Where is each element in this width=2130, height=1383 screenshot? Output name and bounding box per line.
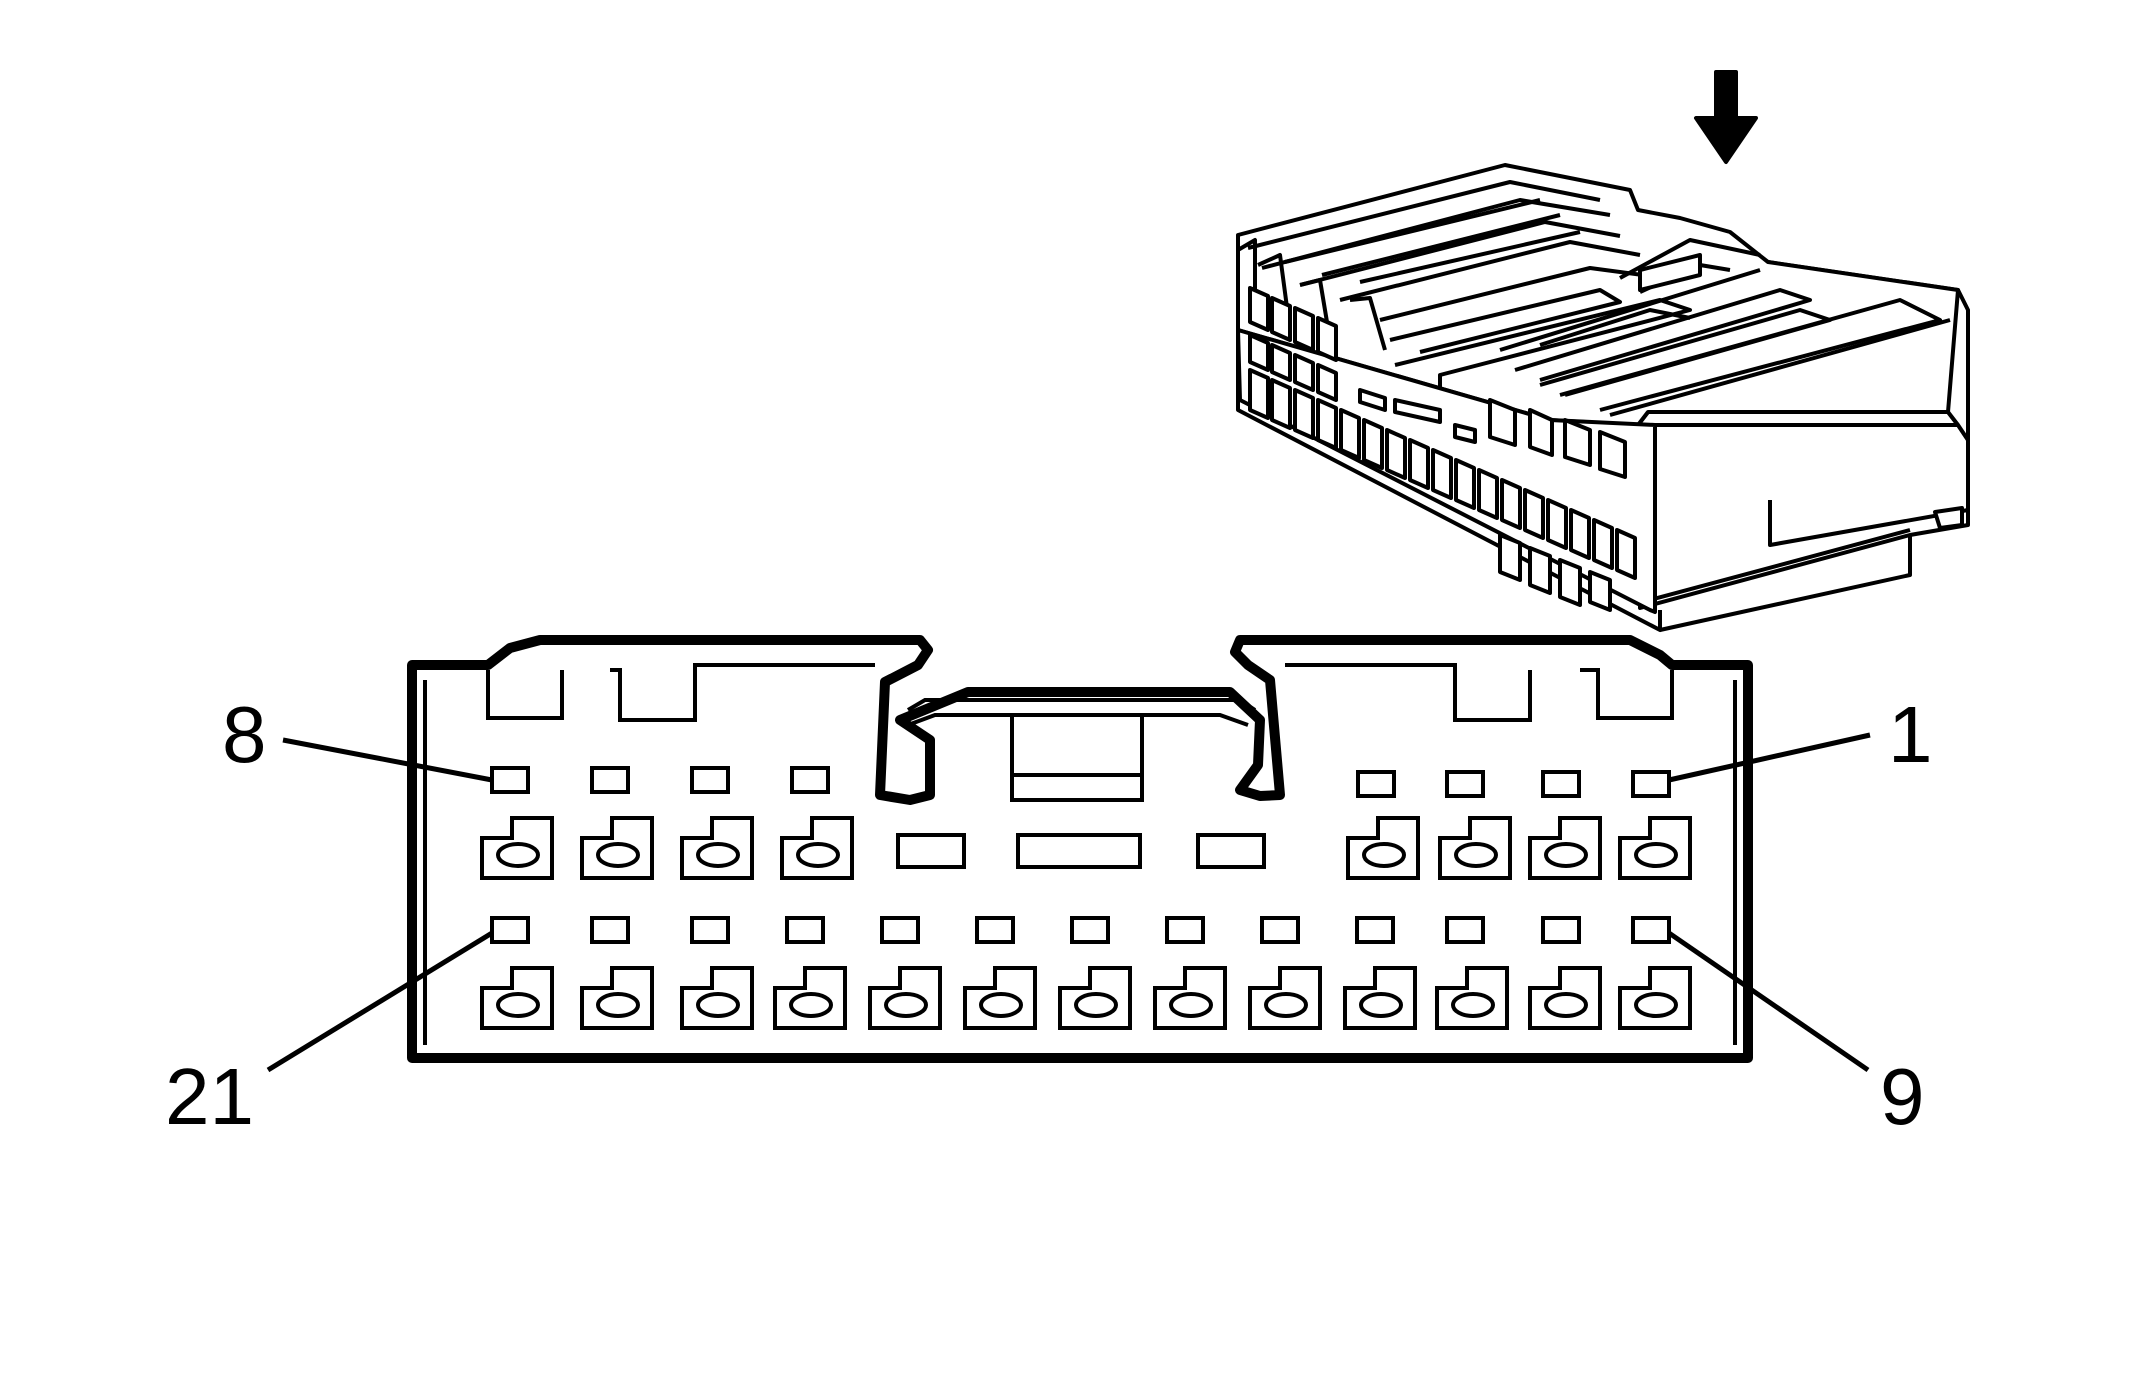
blank-cavity: [896, 833, 966, 869]
leader-line-pin-9: [1667, 930, 1870, 1073]
terminal-cavity: [1435, 966, 1509, 1030]
terminal-cavity: [780, 816, 854, 880]
pin-label-8: 8: [222, 690, 267, 779]
connector-isometric-view: [1236, 70, 1970, 632]
terminal-cavity: [1346, 816, 1420, 880]
upper-terminal-row: [480, 816, 1692, 880]
terminal-cavity: [773, 966, 847, 1030]
blank-cavity: [1016, 833, 1142, 869]
lower-terminal-row: [480, 966, 1692, 1030]
terminal-cavity: [963, 966, 1037, 1030]
terminal-cavity: [1058, 966, 1132, 1030]
front-upper-cavities: [1248, 286, 1627, 479]
terminal-cavity: [580, 816, 654, 880]
terminal-cavity: [1618, 966, 1692, 1030]
terminal-cavity: [868, 966, 942, 1030]
terminal-cavity: [1343, 966, 1417, 1030]
terminal-cavity: [1528, 966, 1602, 1030]
terminal-cavity: [1618, 816, 1692, 880]
insertion-arrow-icon: [1694, 70, 1758, 164]
terminal-cavity: [480, 966, 554, 1030]
terminal-cavity: [680, 816, 754, 880]
terminal-cavity: [1528, 816, 1602, 880]
terminal-cavity: [1153, 966, 1227, 1030]
pin-label-21: 21: [165, 1052, 254, 1141]
leader-line-pin-1: [1668, 732, 1871, 783]
pin-label-1: 1: [1888, 690, 1933, 779]
leader-line-pin-21: [266, 930, 494, 1073]
pin-callouts: 8 1 21 9: [165, 690, 1933, 1141]
lower-key-row: [490, 916, 1671, 944]
connector-side-face: [1636, 423, 1970, 610]
terminal-cavity: [1248, 966, 1322, 1030]
terminal-cavity: [1438, 816, 1512, 880]
leader-line-pin-8: [282, 737, 493, 783]
terminal-cavity: [580, 966, 654, 1030]
connector-face-view: [407, 635, 1753, 1063]
terminal-cavity: [480, 816, 554, 880]
pin-label-9: 9: [1880, 1052, 1925, 1141]
upper-key-row: [490, 766, 1671, 798]
terminal-cavity: [680, 966, 754, 1030]
blank-cavity: [1196, 833, 1266, 869]
front-lower-cavities: [1248, 368, 1637, 612]
